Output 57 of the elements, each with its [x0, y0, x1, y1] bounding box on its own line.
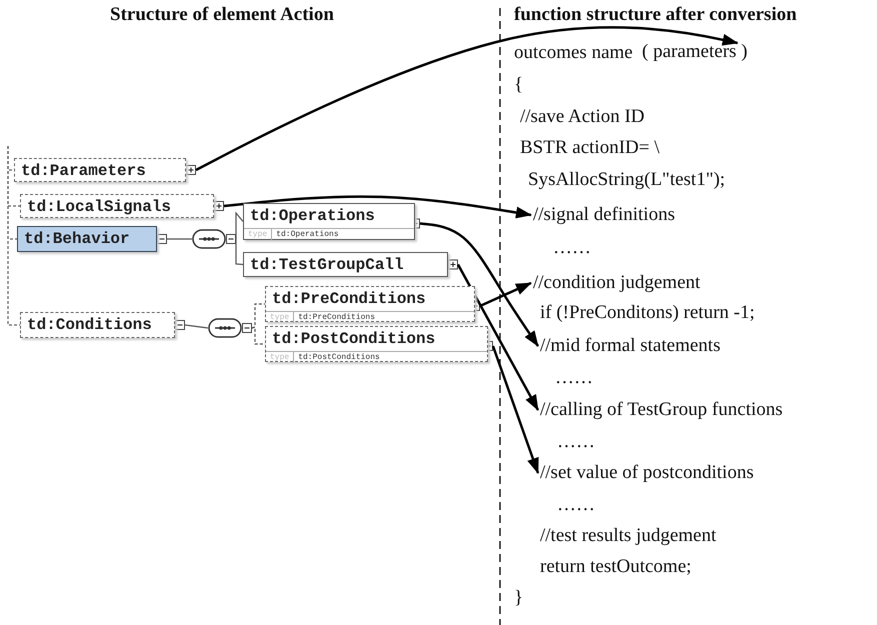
code-line: ……	[553, 237, 591, 259]
element-name: td:Conditions	[26, 315, 153, 336]
element-box	[20, 312, 175, 338]
element-name: td:TestGroupCall	[249, 255, 405, 276]
code-line: //condition judgement	[533, 272, 700, 294]
tree-line	[235, 211, 244, 239]
arrow	[195, 26, 738, 172]
code-line: //mid formal statements	[540, 335, 720, 357]
arrow	[456, 264, 540, 411]
type-value: td:PreConditions	[297, 312, 376, 323]
code-line: //set value of postconditions	[540, 462, 754, 484]
code-line: return testOutcome;	[540, 556, 692, 578]
code-line: //save Action ID	[520, 106, 645, 128]
element-box	[243, 203, 415, 240]
arrow	[224, 195, 532, 218]
element-name: td:LocalSignals	[26, 197, 172, 218]
section-heading: Structure of element Action	[110, 4, 334, 26]
element-box	[14, 158, 186, 182]
code-line: //test results judgement	[540, 525, 716, 547]
element-name: td:PreConditions	[271, 289, 427, 310]
type-value: td:PostConditions	[297, 352, 381, 363]
code-line: //calling of TestGroup functions	[540, 399, 783, 421]
tree-line	[7, 146, 20, 326]
element-name: td:Operations	[249, 206, 376, 227]
type-key: type	[266, 352, 294, 363]
tree-line	[184, 324, 208, 329]
element-box	[265, 286, 475, 322]
type-key: type	[266, 312, 294, 323]
section-heading: function structure after conversion	[514, 4, 797, 26]
element-box	[17, 226, 157, 252]
element-box	[243, 252, 448, 277]
element-box	[20, 194, 214, 218]
code-line: outcomes name	[514, 42, 633, 64]
tree-line	[167, 238, 192, 240]
type-value: td:Operations	[275, 229, 340, 240]
code-line: ……	[557, 431, 595, 453]
type-key: type	[244, 229, 272, 240]
code-line: {	[514, 74, 524, 96]
code-line: ( parameters )	[642, 41, 748, 63]
element-box	[265, 326, 488, 362]
code-line: }	[514, 587, 524, 609]
sequence-compositor	[208, 318, 242, 338]
tree-line	[252, 326, 265, 345]
code-line: ……	[557, 494, 595, 516]
code-line: if (!PreConditons) return -1;	[540, 302, 755, 324]
tree-line	[235, 236, 244, 266]
sequence-compositor	[192, 229, 226, 249]
element-name: td:PostConditions	[271, 329, 436, 350]
code-line: ……	[555, 367, 593, 389]
element-name: td:Parameters	[20, 161, 147, 182]
arrow	[492, 346, 540, 474]
element-name: td:Behavior	[23, 229, 131, 250]
code-line: SysAllocString(L"test1");	[528, 169, 726, 191]
code-line: BSTR actionID= \	[520, 137, 660, 159]
arrow	[420, 222, 540, 347]
code-line: //signal definitions	[533, 204, 675, 226]
arrow	[479, 282, 532, 308]
